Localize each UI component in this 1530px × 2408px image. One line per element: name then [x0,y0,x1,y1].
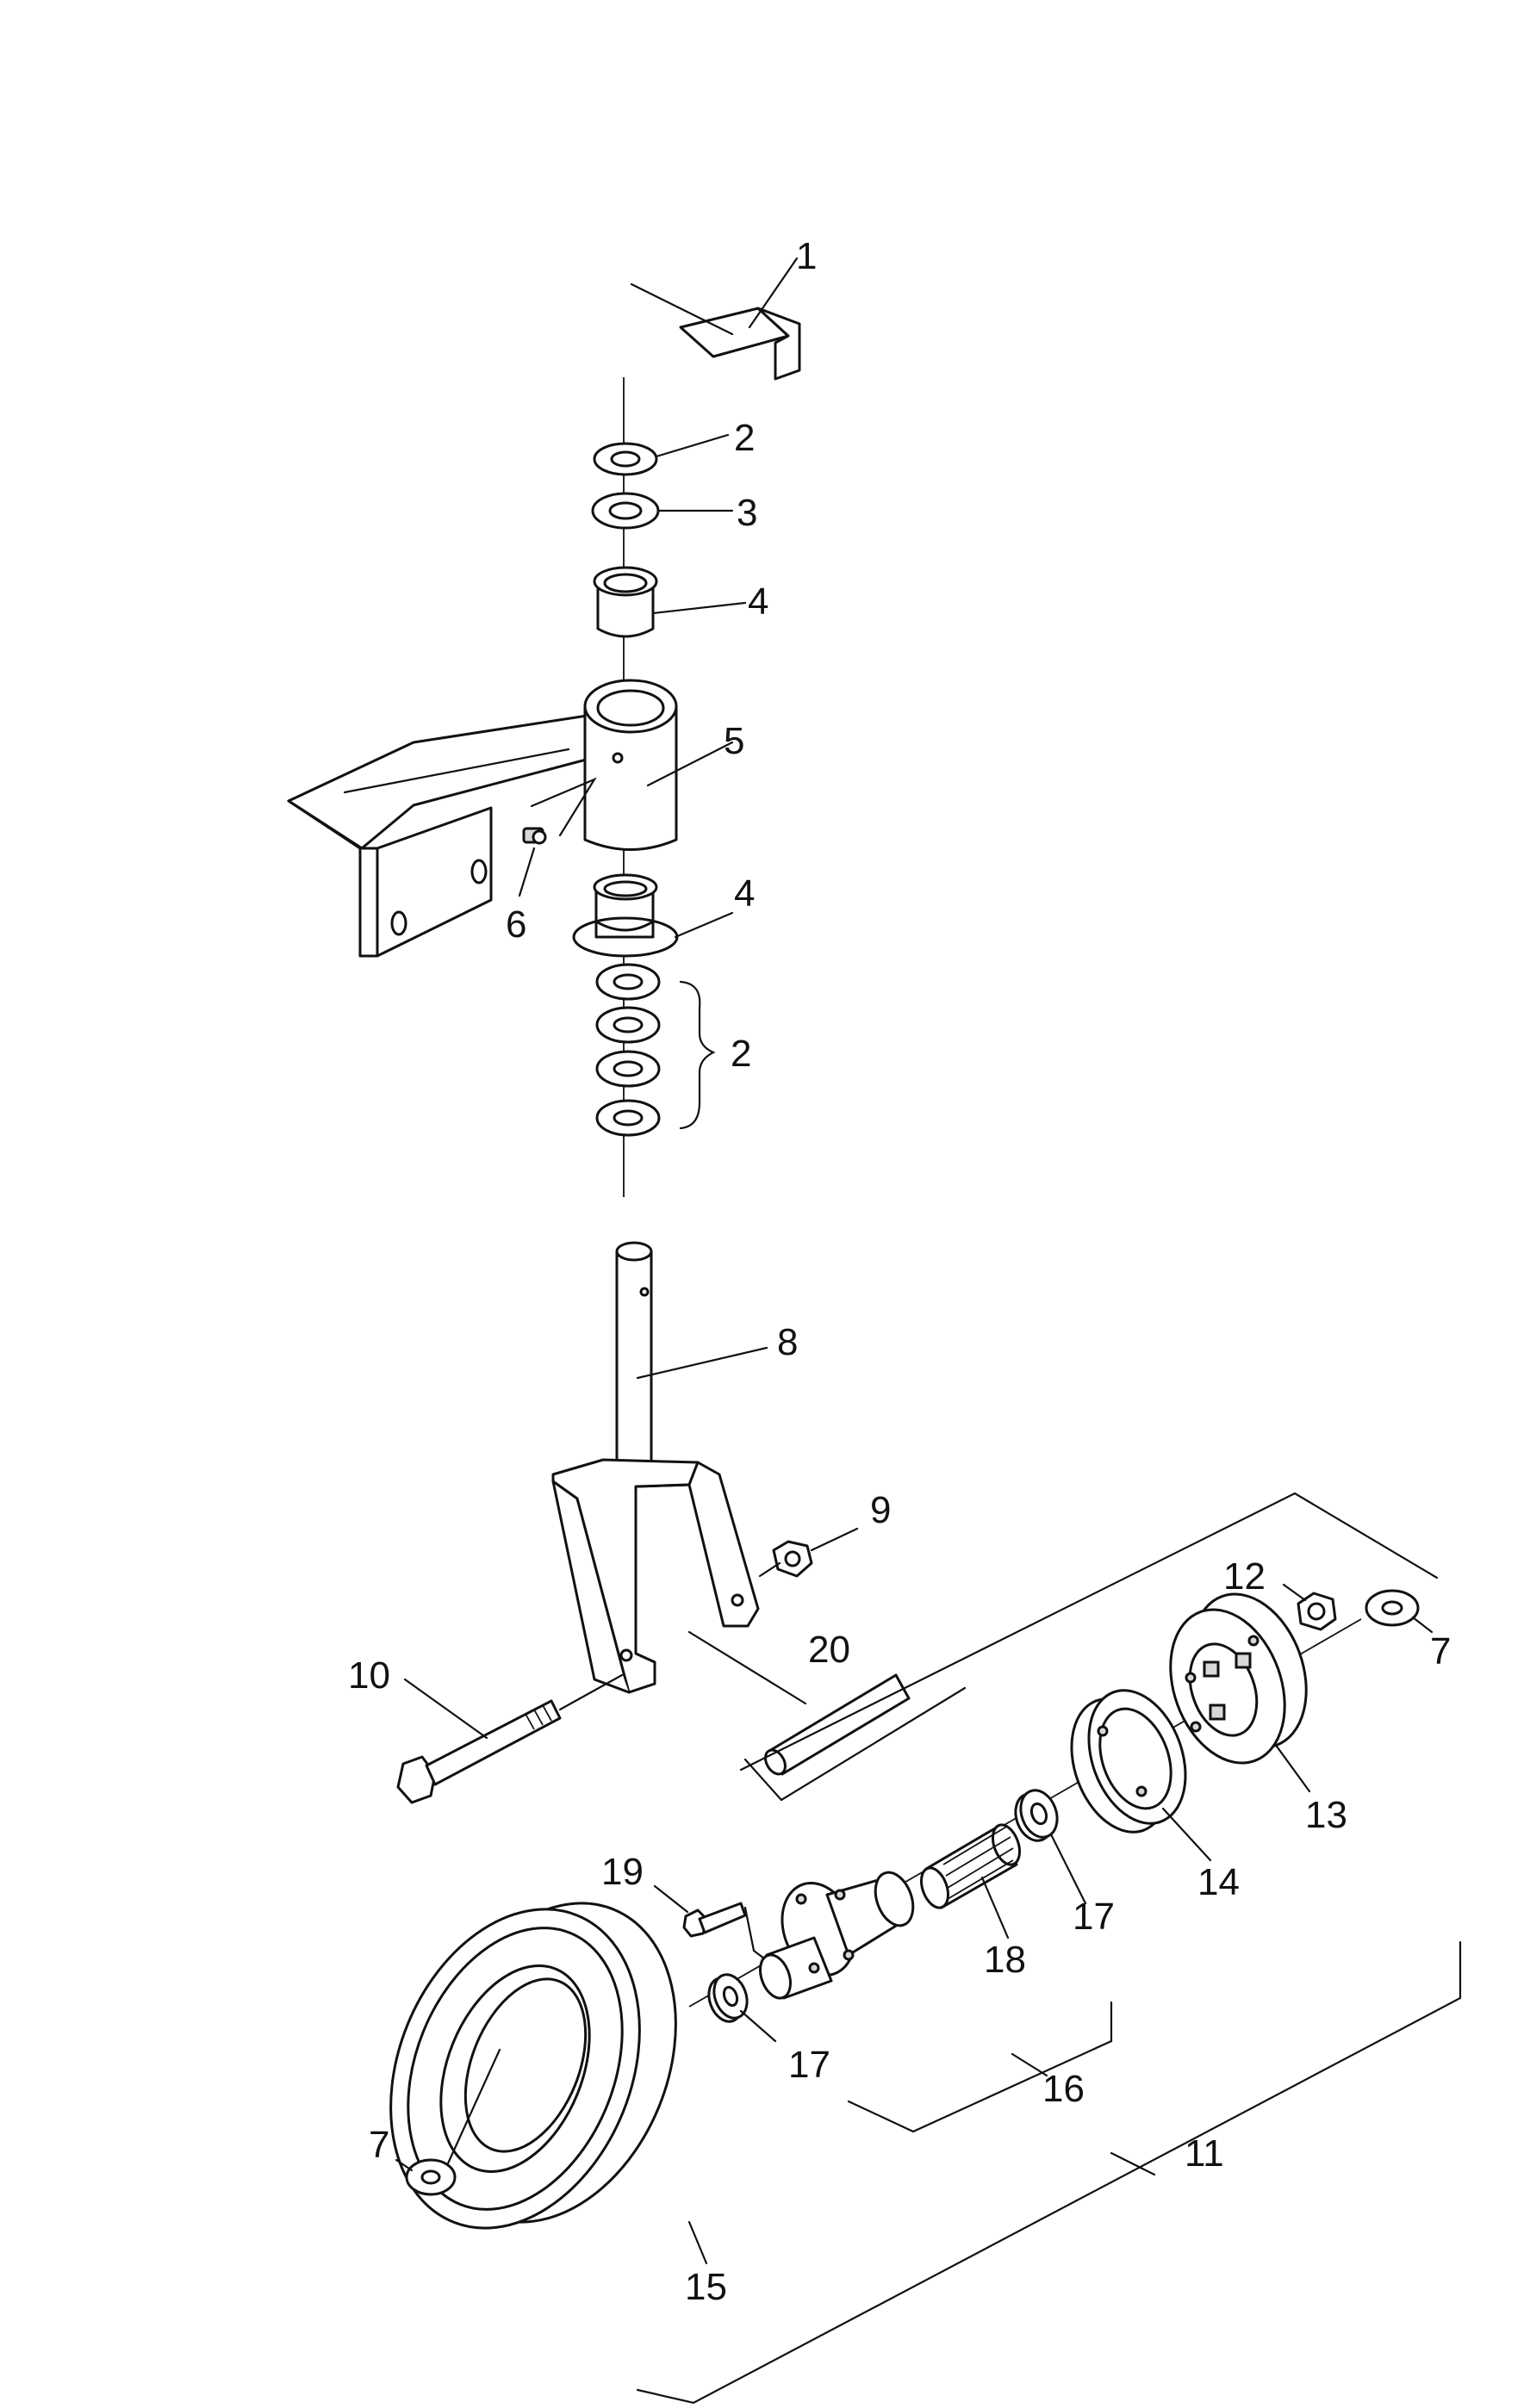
part-4-bushing-lower [572,873,734,958]
callout-7-lower: 7 [369,2124,389,2166]
callout-13: 13 [1305,1794,1347,1836]
callout-12: 12 [1223,1555,1266,1598]
bracket-assembly-upper [739,1492,1439,1772]
part-13-hub-cap [1169,1592,1311,1793]
bracket-11 [636,1940,1462,2405]
callout-9: 9 [870,1489,891,1531]
part-7-washer-upper [1365,1589,1434,1634]
callout-11: 11 [1185,2132,1224,2175]
part-5-caster-arm [287,679,734,958]
part-16-hub [759,1871,915,2000]
leader-16 [1011,2052,1048,2077]
callout-17-upper: 17 [1073,1896,1115,1938]
part-6-grease-fitting [518,827,547,897]
callout-3: 3 [737,492,757,534]
part-2-washer-top [593,433,730,476]
callout-17-lower: 17 [788,2044,830,2086]
part-3-washer [591,492,734,530]
callout-20: 20 [808,1629,850,1671]
callout-2-lower: 2 [731,1033,751,1075]
callout-2-top: 2 [734,417,755,459]
callout-5: 5 [724,720,744,762]
part-2-washer-stack [595,963,716,1137]
part-1-clip [630,257,801,381]
part-18-spline-sleeve [919,1823,1022,1939]
callout-4-top: 4 [748,580,768,623]
part-10-bolt [396,1673,624,1804]
bracket-16 [847,2001,1113,2133]
callout-14: 14 [1197,1861,1240,1903]
callout-18: 18 [984,1939,1026,1981]
part-19-bolt [653,1884,773,1965]
callout-19: 19 [601,1851,644,1893]
part-17-bearing-lower [707,1973,777,2043]
callout-6: 6 [506,903,526,946]
part-4-bushing-top [593,566,747,638]
callout-15: 15 [685,2266,727,2308]
callout-8: 8 [777,1321,798,1363]
callout-1: 1 [796,235,817,277]
part-12-nut [1282,1583,1337,1631]
part-17-bearing-upper [1014,1789,1087,1905]
part-7-washer-lower [395,2158,457,2196]
callout-10: 10 [348,1654,390,1697]
part-20-axle-pin [687,1630,967,1802]
callout-labels: 1 2 3 4 5 6 4 2 8 9 20 10 12 7 13 14 17 … [348,235,1451,2308]
part-9-nut [758,1527,859,1578]
part-15-wheel [389,1902,708,2265]
part-14-retainer [1070,1689,1212,1862]
callout-7-upper: 7 [1430,1630,1451,1673]
leader-11 [1110,2151,1156,2176]
callout-4-lower: 4 [734,872,755,915]
part-8-fork [551,1241,768,1694]
callout-16: 16 [1042,2068,1085,2110]
